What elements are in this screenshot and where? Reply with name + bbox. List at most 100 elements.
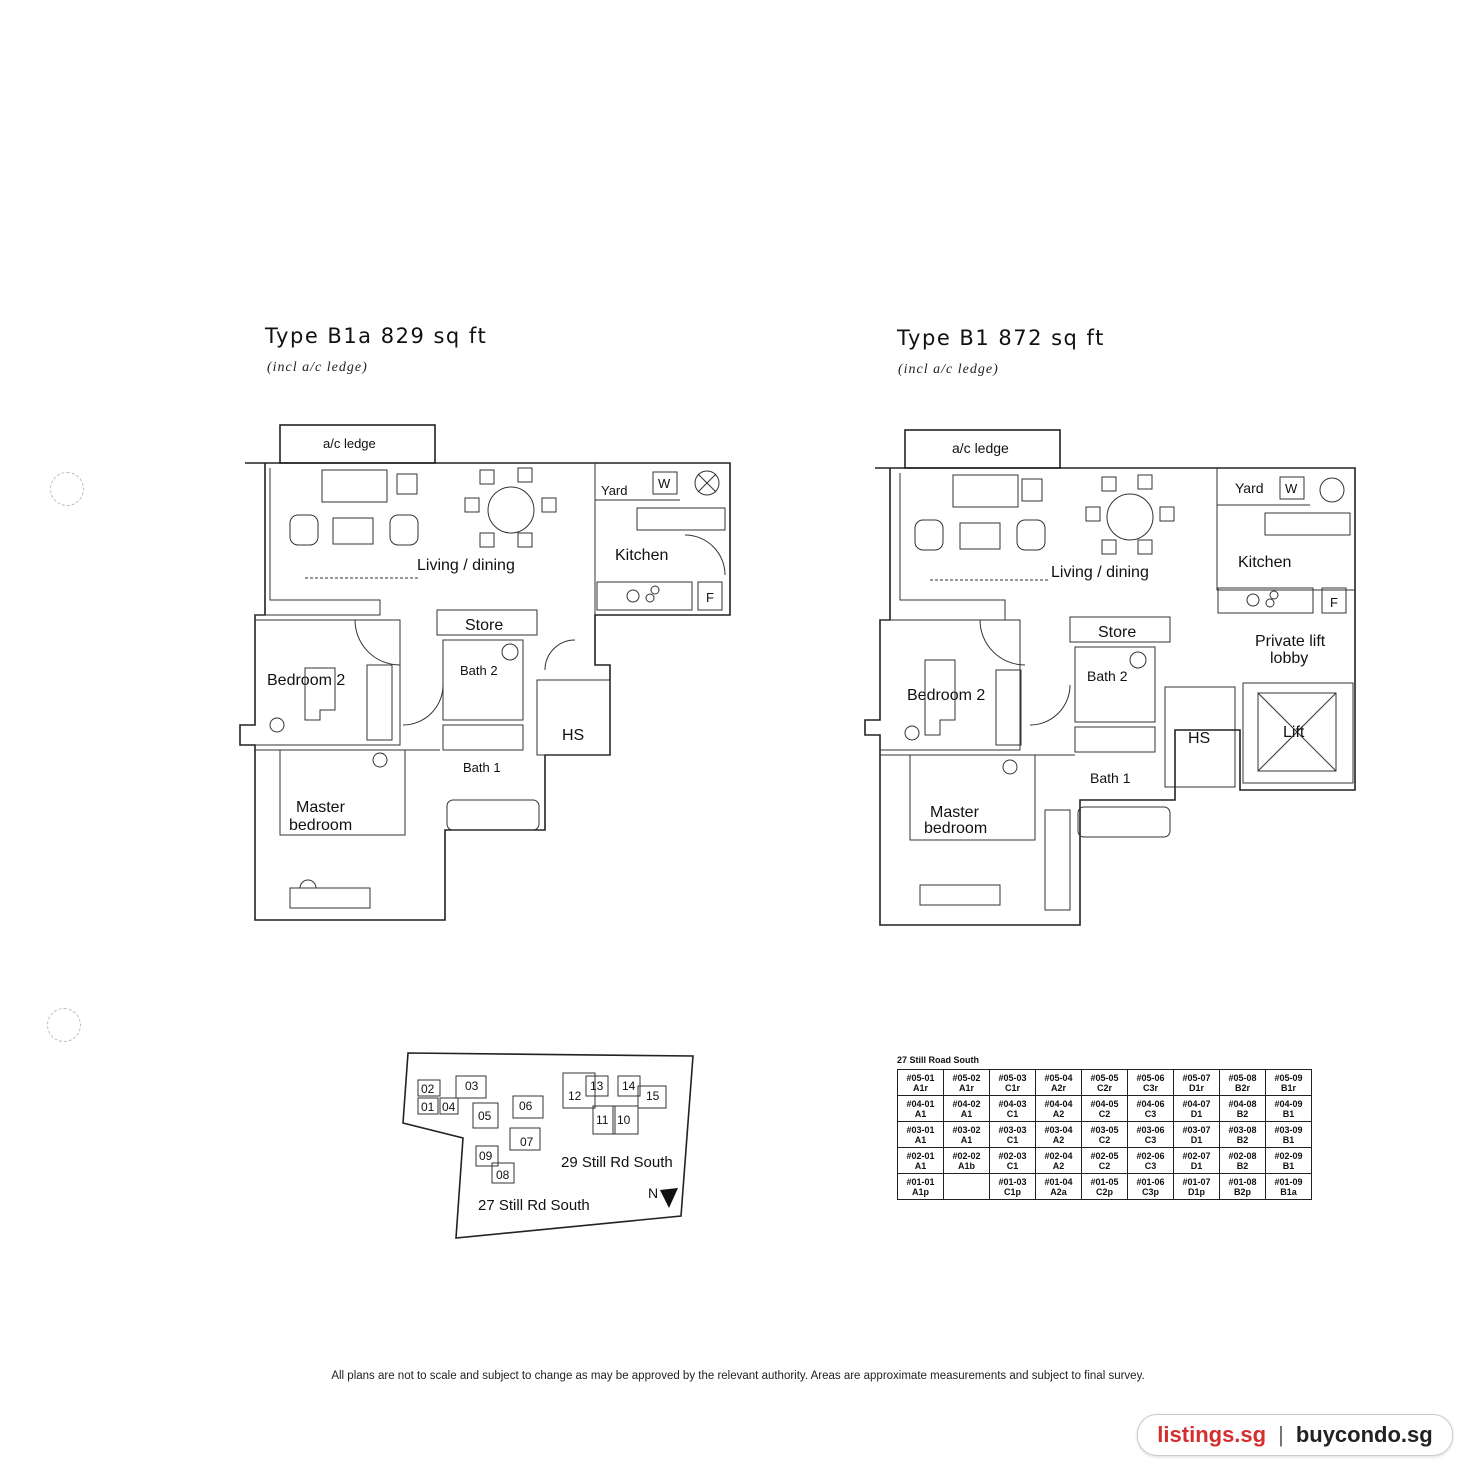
unit-type: B2 (1236, 1160, 1249, 1171)
room-label-fridge: F (1330, 595, 1338, 610)
unit-type: B1 (1282, 1134, 1295, 1145)
room-label-private-lift: Private lift (1255, 633, 1326, 650)
room-label-bath1: Bath 1 (463, 760, 501, 775)
unit-type: C1 (1006, 1160, 1019, 1171)
unit-type: A2 (1052, 1134, 1065, 1145)
unit-number: #02-09 (1274, 1150, 1303, 1161)
room-label-master: Master (296, 799, 346, 816)
unit-number: #03-07 (1182, 1124, 1211, 1135)
unit-type: A1 (914, 1134, 927, 1145)
unit-type: B2r (1234, 1082, 1250, 1093)
site-block-15: 15 (646, 1089, 660, 1103)
unit-number: #03-04 (1044, 1124, 1073, 1135)
unit-number: #01-07 (1182, 1176, 1211, 1187)
unit-number: #05-04 (1044, 1072, 1073, 1083)
unit-number: #02-07 (1182, 1150, 1211, 1161)
unit-number: #01-09 (1274, 1176, 1303, 1187)
unit-cell (943, 1173, 990, 1200)
unit-type: D1 (1190, 1134, 1203, 1145)
unit-type: D1p (1187, 1186, 1205, 1197)
disclaimer: All plans are not to scale and subject t… (331, 1370, 1145, 1382)
brand-listings-link[interactable]: listings.sg (1157, 1422, 1267, 1447)
unit-type: B2 (1236, 1134, 1249, 1145)
unit-number: #04-06 (1136, 1098, 1165, 1109)
room-label-master-bedroom: bedroom (289, 817, 352, 834)
room-label-bath1: Bath 1 (1090, 770, 1131, 786)
unit-number: #02-08 (1228, 1150, 1257, 1161)
room-label-fridge: F (706, 590, 714, 605)
unit-type: C2p (1095, 1186, 1113, 1197)
unit-number: #04-05 (1090, 1098, 1119, 1109)
unit-type: B1r (1280, 1082, 1296, 1093)
unit-type: A1p (911, 1186, 929, 1197)
plan-subtitle-b1a: (incl a/c ledge) (267, 360, 368, 375)
unit-type: A1 (914, 1160, 927, 1171)
unit-number: #04-03 (998, 1098, 1027, 1109)
room-label-bedroom2: Bedroom 2 (907, 687, 985, 704)
room-label-kitchen: Kitchen (615, 547, 668, 564)
unit-number: #05-09 (1274, 1072, 1303, 1083)
unit-number: #01-03 (998, 1176, 1027, 1187)
unit-number: #02-01 (906, 1150, 935, 1161)
unit-number: #01-04 (1044, 1176, 1073, 1187)
unit-number: #05-08 (1228, 1072, 1257, 1083)
site-label-27: 27 Still Rd South (478, 1197, 590, 1214)
brand-buycondo-link[interactable]: buycondo.sg (1295, 1422, 1433, 1447)
unit-number: #03-03 (998, 1124, 1027, 1135)
room-label-washer: W (1285, 481, 1298, 496)
unit-number: #03-05 (1090, 1124, 1119, 1135)
unit-type: D1 (1190, 1160, 1203, 1171)
room-label-ac-ledge: a/c ledge (323, 436, 376, 451)
room-label-bath2: Bath 2 (1087, 668, 1128, 684)
unit-number: #02-03 (998, 1150, 1027, 1161)
unit-number: #05-05 (1090, 1072, 1119, 1083)
unit-type: A1r (912, 1082, 928, 1093)
unit-type: C3 (1144, 1134, 1157, 1145)
unit-type: B1 (1282, 1160, 1295, 1171)
site-block-01: 01 (421, 1100, 435, 1114)
site-block-11: 11 (596, 1113, 609, 1127)
unit-number: #04-09 (1274, 1098, 1303, 1109)
unit-number: #03-09 (1274, 1124, 1303, 1135)
room-label-hs: HS (1188, 730, 1210, 747)
site-block-02: 02 (421, 1082, 435, 1096)
unit-type: A1 (914, 1108, 927, 1119)
floor-plan-b1a: a/c ledge Living / dining W Yard Kitchen… (239, 424, 731, 921)
unit-type: B1a (1280, 1186, 1297, 1197)
unit-type: A1 (960, 1108, 973, 1119)
plan-title-b1: Type B1 872 sq ft (897, 326, 1105, 350)
room-label-hs: HS (562, 727, 584, 744)
unit-number: #04-04 (1044, 1098, 1073, 1109)
site-block-14: 14 (622, 1079, 636, 1093)
room-label-living-dining: Living / dining (417, 557, 515, 574)
site-block-13: 13 (590, 1079, 604, 1093)
unit-number: #04-01 (906, 1098, 935, 1109)
unit-number: #01-06 (1136, 1176, 1165, 1187)
unit-number: #01-05 (1090, 1176, 1119, 1187)
north-arrow-icon (660, 1188, 678, 1208)
unit-type: B1 (1282, 1108, 1295, 1119)
unit-number: #05-03 (998, 1072, 1027, 1083)
unit-number: #03-06 (1136, 1124, 1165, 1135)
